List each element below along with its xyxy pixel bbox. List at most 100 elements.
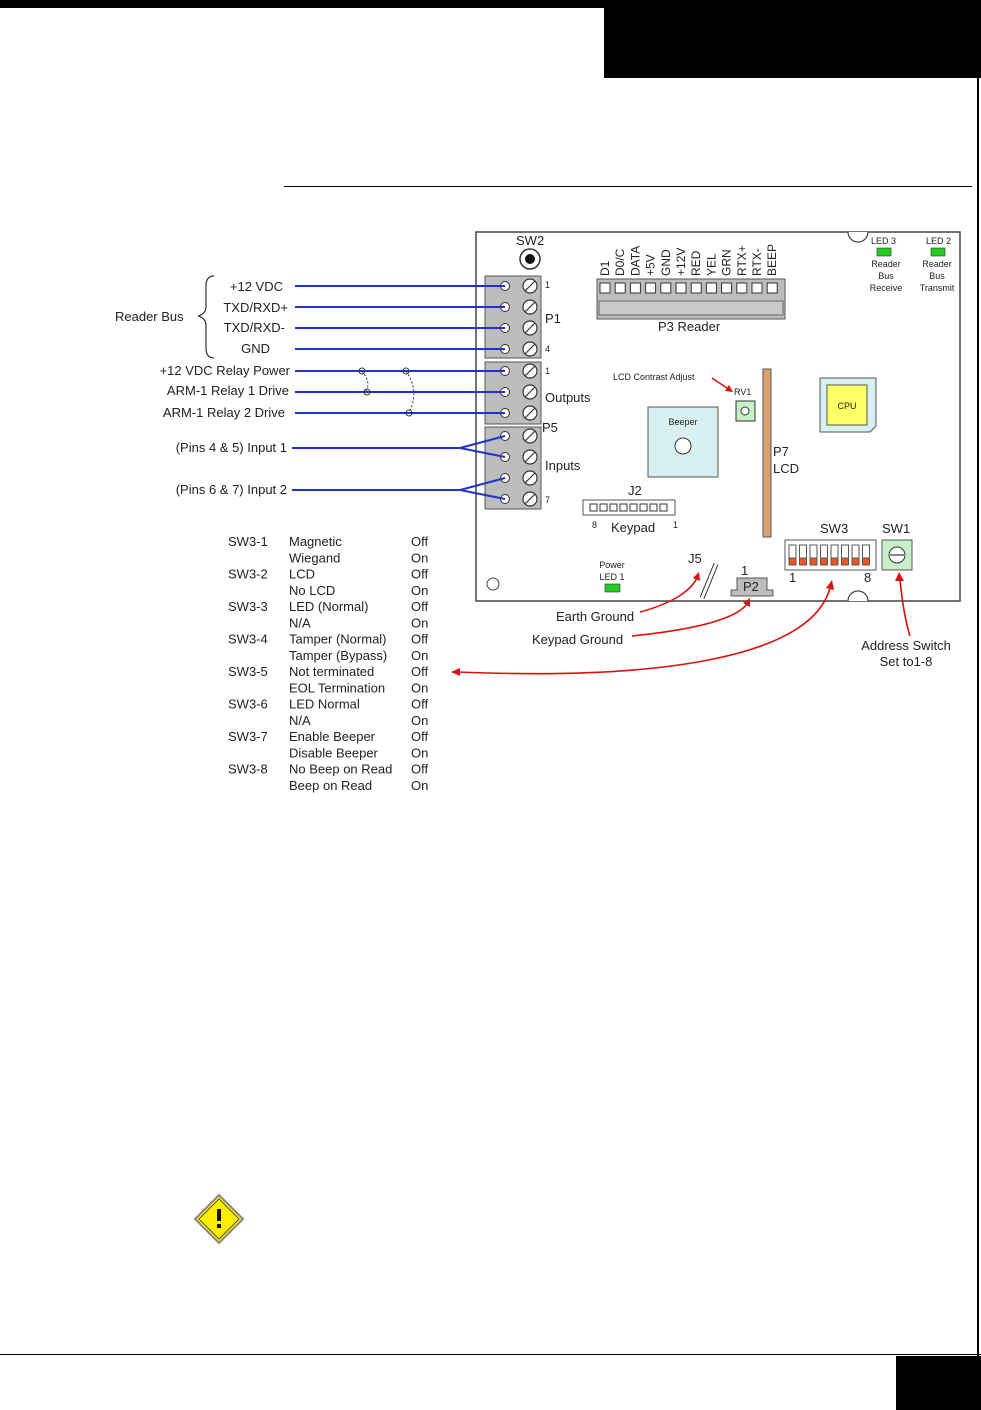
led2-light	[930, 247, 946, 257]
led3-label: LED 3	[871, 236, 896, 246]
header-block	[604, 0, 981, 78]
p3-pin	[721, 282, 733, 294]
switch-state: On	[411, 550, 428, 565]
board-notch-top	[847, 231, 869, 243]
led2-label: LED 2	[926, 236, 951, 246]
relay-jumpers	[358, 367, 415, 417]
p3-pin	[614, 282, 626, 294]
switch-description: No Beep on Read	[289, 762, 392, 777]
j2-pin	[649, 503, 658, 512]
switch-state: On	[411, 583, 428, 598]
terminal-screw-slot	[524, 280, 536, 292]
led2-desc-1: Reader	[922, 259, 952, 269]
outputs-label: Outputs	[545, 390, 591, 405]
j2-pin	[629, 503, 638, 512]
led3-light	[876, 247, 892, 257]
p3-pin	[705, 282, 717, 294]
switch-state: Off	[411, 762, 428, 777]
j2-label: J2	[628, 483, 642, 498]
p7-label: P7	[773, 444, 789, 459]
reader-bus-label: Reader Bus	[115, 309, 184, 324]
j2-pin	[659, 503, 668, 512]
switch-description: Not terminated	[289, 664, 374, 679]
board-notch-bottom	[847, 590, 869, 602]
p1-label: P1	[545, 311, 561, 326]
switch-id: SW3-1	[228, 534, 268, 549]
sw3-pin-1: 1	[789, 570, 796, 585]
p3-pin	[599, 282, 611, 294]
dip-toggle	[809, 557, 818, 566]
switch-state: Off	[411, 697, 428, 712]
switch-description: N/A	[289, 615, 311, 630]
j2-pin	[599, 503, 608, 512]
dip-toggle	[820, 557, 828, 566]
switch-description: LCD	[289, 567, 315, 582]
mounting-hole	[486, 577, 500, 591]
reader-bus-brace	[197, 275, 215, 359]
switch-description: Magnetic	[289, 534, 342, 549]
rv1-knob	[740, 406, 750, 416]
j2-pin	[639, 503, 648, 512]
switch-state: Off	[411, 534, 428, 549]
p3-connector-pins	[598, 282, 784, 316]
p3-pin-label: D1	[598, 260, 612, 276]
rv1-label: RV1	[734, 387, 751, 397]
inputs-label: Inputs	[545, 458, 581, 473]
switch-id: SW3-7	[228, 729, 268, 744]
beeper-component	[647, 406, 719, 478]
inputs-pin-7: 7	[545, 495, 550, 505]
beeper-disc	[674, 437, 692, 455]
wire-label-relay-1: ARM-1 Relay 1 Drive	[167, 383, 289, 398]
p3-pin-label: GND	[659, 249, 673, 276]
switch-id: SW3-8	[228, 762, 268, 777]
title-rule	[284, 186, 972, 187]
p2-label: P2	[743, 579, 759, 594]
p3-pin	[736, 282, 748, 294]
switch-description: N/A	[289, 713, 311, 728]
terminal-screw-slot	[524, 365, 536, 377]
p3-pin-label: RTX-	[750, 248, 764, 276]
sw3-reference-arrowhead-left	[451, 668, 460, 676]
keypad-label: Keypad	[611, 520, 655, 535]
address-switch-arrowhead	[895, 572, 904, 581]
p3-label: P3 Reader	[658, 319, 721, 334]
switch-id: SW3-4	[228, 632, 268, 647]
address-switch-label-1: Address Switch	[861, 638, 951, 653]
j2-pin-1: 1	[673, 520, 678, 530]
sw3-pin-8: 8	[864, 570, 871, 585]
sw1-label: SW1	[882, 521, 910, 536]
p3-pin-label: RTX+	[735, 245, 749, 276]
terminal-screw-slot	[524, 407, 536, 419]
earth-ground-arrowhead	[693, 572, 700, 581]
terminal-screw-slot	[524, 451, 536, 463]
p5-label: P5	[542, 420, 558, 435]
dip-toggle	[830, 557, 839, 566]
switch-id: SW3-6	[228, 697, 268, 712]
keypad-ground-arrowhead	[743, 598, 750, 607]
p3-pin-label: RED	[689, 250, 703, 276]
switch-state: On	[411, 745, 428, 760]
j2-pin-8: 8	[592, 520, 597, 530]
switch-state: On	[411, 615, 428, 630]
switch-description: No LCD	[289, 583, 335, 598]
p2-connector	[730, 577, 774, 597]
sw2-button-center	[525, 254, 535, 264]
p1-pin-1: 1	[545, 280, 550, 290]
keypad-ground-label: Keypad Ground	[532, 632, 623, 647]
switch-state: Off	[411, 729, 428, 744]
earth-ground-label: Earth Ground	[556, 609, 634, 624]
wire-label-input-2: (Pins 6 & 7) Input 2	[176, 482, 287, 497]
address-switch-arrow	[899, 579, 911, 637]
switch-state: On	[411, 778, 428, 793]
j2-pin	[589, 503, 598, 512]
address-switch-label-2: Set to1-8	[880, 654, 933, 669]
led2-desc-2: Bus	[929, 271, 945, 281]
switch-state: On	[411, 713, 428, 728]
footer-rule	[0, 1354, 981, 1355]
j5-label: J5	[688, 551, 702, 566]
power-led-label-1: Power	[599, 560, 625, 570]
right-margin-rule	[977, 78, 979, 1358]
switch-description: LED Normal	[289, 697, 360, 712]
switch-state: Off	[411, 567, 428, 582]
